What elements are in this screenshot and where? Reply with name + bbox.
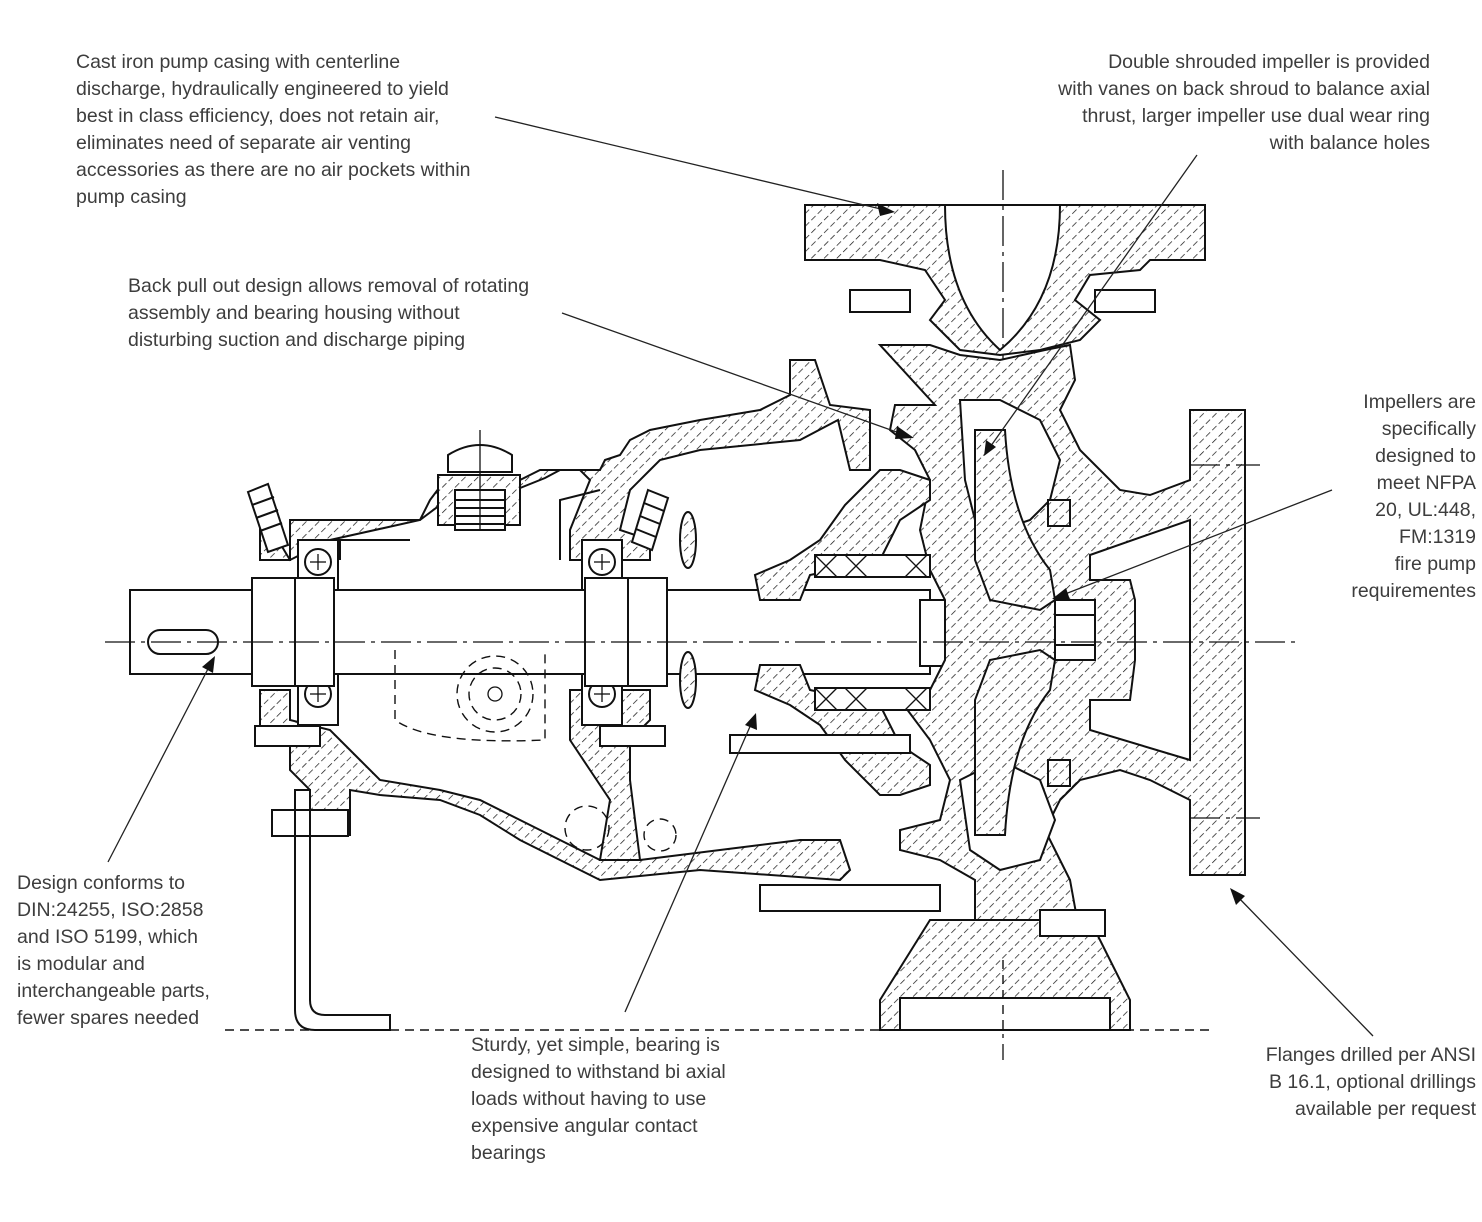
oil-chamber-dashed [394, 650, 546, 742]
callout-nfpa: Impellers are specifically designed to m… [1351, 391, 1476, 602]
oil-slinger [679, 511, 697, 569]
seal-housing [753, 469, 931, 796]
grease-nipple-right [630, 488, 670, 552]
grease-nipple-left [246, 482, 290, 554]
callout-din: Design conforms to DIN:24255, ISO:2858 a… [17, 872, 210, 1029]
callout-back-pull-out: Back pull out design allows removal of r… [128, 275, 530, 351]
callout-flanges: Flanges drilled per ANSI B 16.1, optiona… [1265, 1044, 1476, 1120]
callout-impeller: Double shrouded impeller is provided wit… [1058, 51, 1430, 154]
pump-shaft [129, 577, 1041, 687]
leader-lines [107, 116, 1374, 1037]
callout-casing: Cast iron pump casing with centerline di… [76, 51, 471, 208]
foot-bracket [294, 789, 391, 1031]
impeller [974, 429, 1096, 836]
bolts [254, 289, 1156, 937]
callout-bearing: Sturdy, yet simple, bearing is designed … [471, 1034, 726, 1164]
